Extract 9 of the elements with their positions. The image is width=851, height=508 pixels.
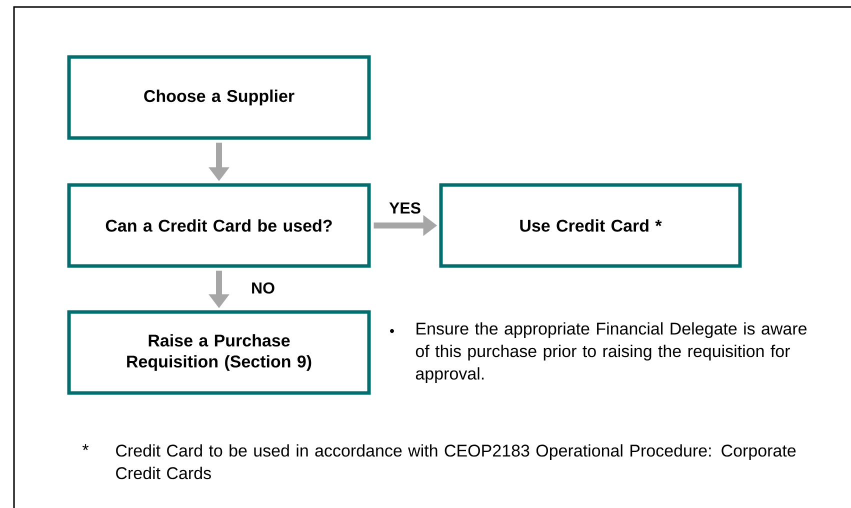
- note-text: Ensure the appropriate Financial Delegate is aware of this purchase prior to raising the requisition for approval.: [416, 322, 807, 384]
- footnote-text: Credit Card to be used in accordance with CEOP2183 Operational Procedure: Corporate Credit Cards: [116, 444, 796, 480]
- edge-label: NO: [250, 281, 276, 295]
- footnote-mark: *: [82, 444, 89, 450]
- process-box: Choose a Supplier: [67, 55, 371, 140]
- process-box: Raise a Purchase Requisition (Section 9): [67, 310, 371, 395]
- process-box: Use Credit Card *: [439, 183, 742, 268]
- edge-label: YES: [388, 201, 422, 215]
- process-box: Can a Credit Card be used?: [67, 183, 371, 268]
